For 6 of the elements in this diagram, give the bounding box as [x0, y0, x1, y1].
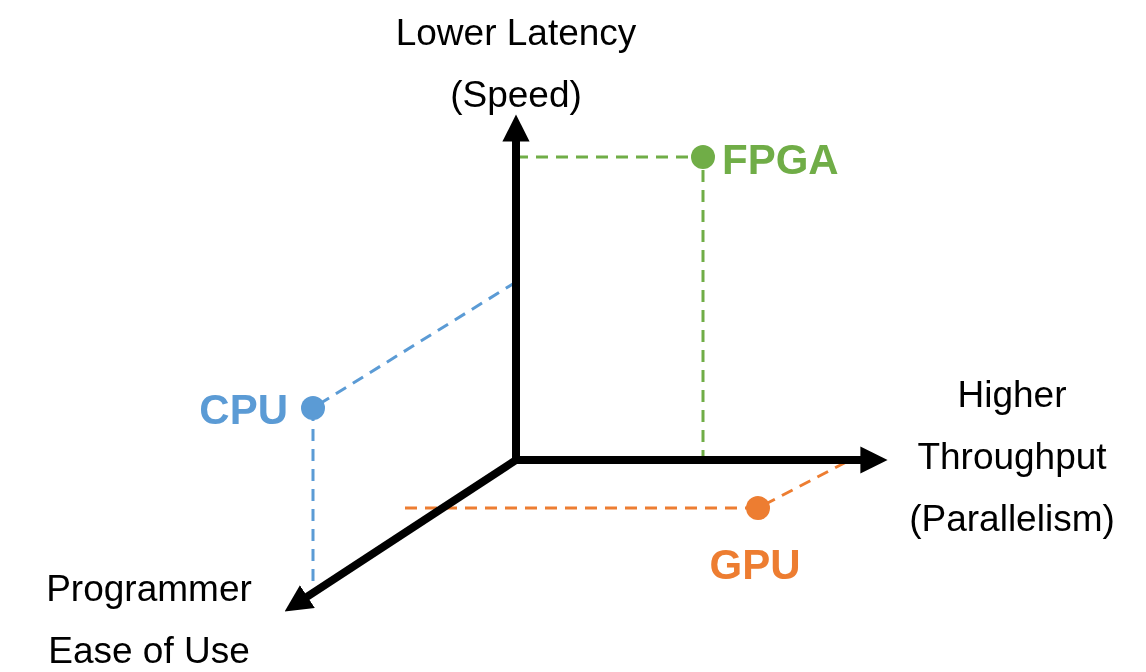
axis-label: Lower Latency (Speed) [394, 11, 638, 117]
axis-label: Programmer Ease of Use [45, 567, 253, 672]
point-label: GPU [708, 540, 802, 590]
axis-label: Higher Throughput (Parallelism) [908, 373, 1116, 541]
point-label: FPGA [722, 135, 840, 185]
point-label: CPU [198, 385, 288, 435]
